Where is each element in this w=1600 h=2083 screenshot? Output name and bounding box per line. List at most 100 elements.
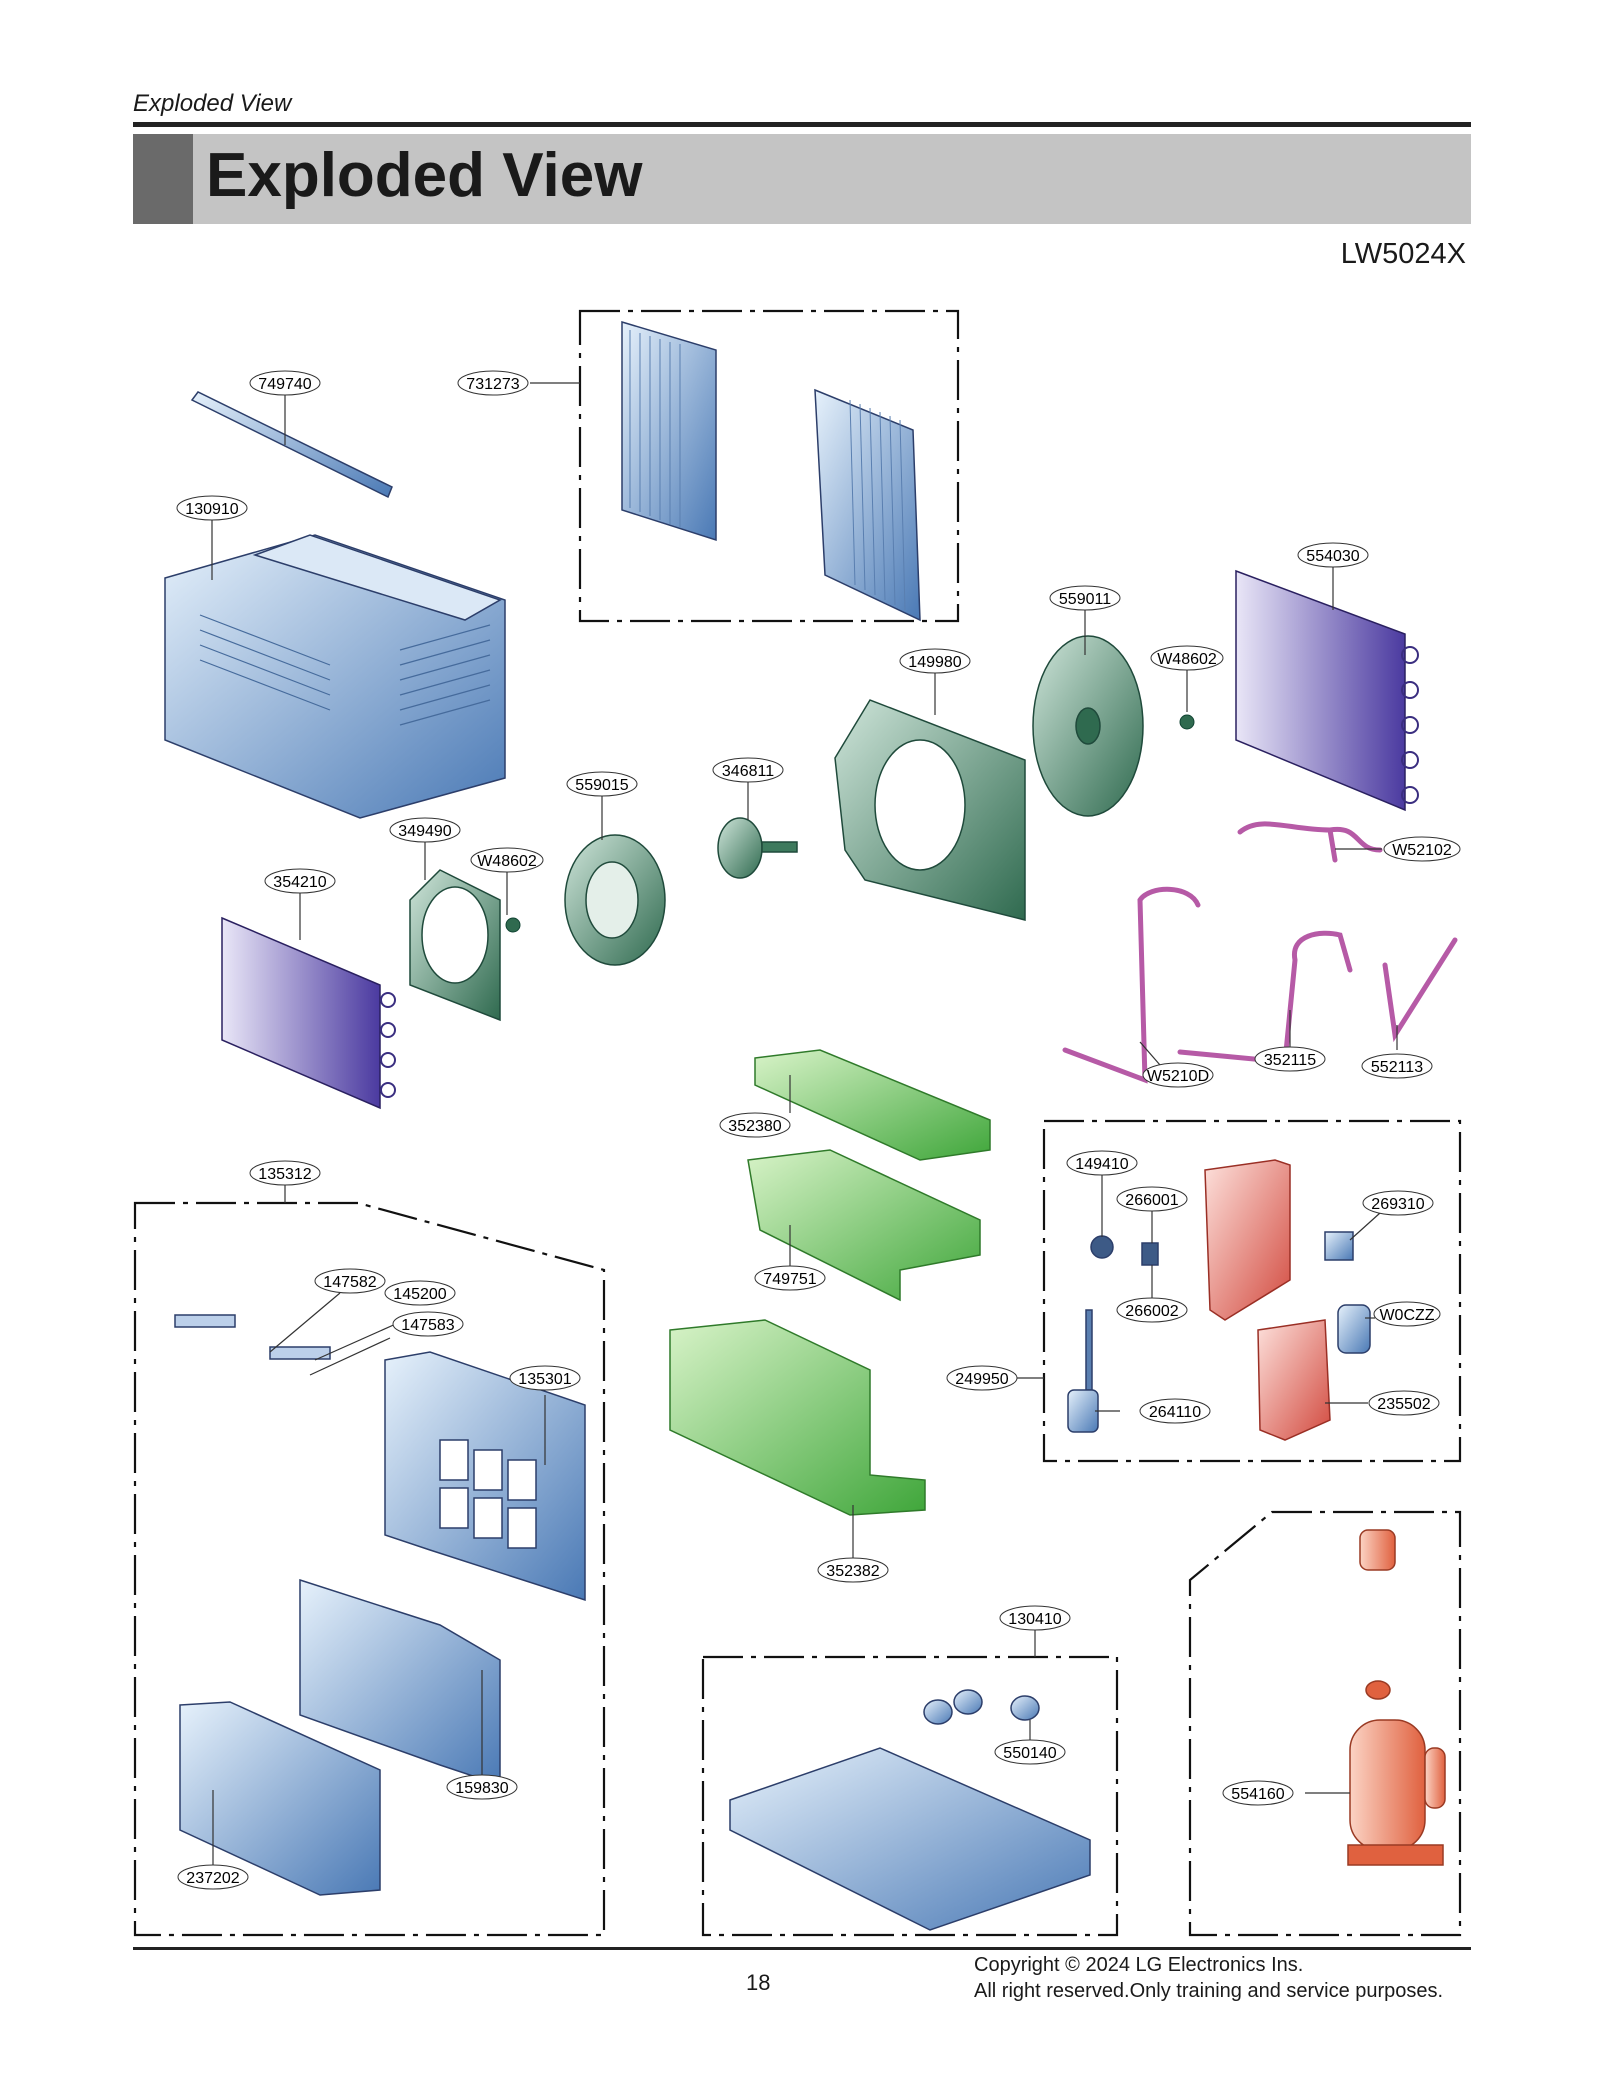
svg-text:749751: 749751: [763, 1271, 816, 1288]
part-264110-power-cord: [1067, 1309, 1099, 1433]
svg-text:266002: 266002: [1125, 1303, 1178, 1320]
label-552113: 552113: [1361, 1053, 1433, 1079]
label-147583: 147583: [392, 1311, 464, 1337]
part-W48602-nut-1: [1179, 714, 1195, 730]
page-number: 18: [746, 1970, 771, 1995]
svg-text:149410: 149410: [1075, 1156, 1128, 1173]
part-149980-shroud: [834, 699, 1026, 921]
title-bar: [133, 134, 1471, 224]
part-346811-motor: [717, 817, 798, 879]
part-W48602-nut-2: [505, 917, 521, 933]
svg-text:130410: 130410: [1008, 1611, 1061, 1628]
part-130910-cabinet: [164, 534, 506, 819]
svg-text:159830: 159830: [455, 1780, 508, 1797]
svg-text:554160: 554160: [1231, 1786, 1284, 1803]
svg-text:235502: 235502: [1377, 1396, 1430, 1413]
svg-text:249950: 249950: [955, 1371, 1008, 1388]
svg-text:554030: 554030: [1306, 548, 1359, 565]
part-559015-blower: [564, 834, 666, 966]
svg-text:130910: 130910: [185, 501, 238, 518]
part-554160-compressor: [1347, 1529, 1446, 1866]
section-header: Exploded View: [133, 90, 292, 117]
title-accent: [133, 134, 193, 224]
part-352115-tube: [1177, 930, 1353, 1065]
part-W0CZZ-capacitor: [1337, 1304, 1371, 1354]
svg-text:352115: 352115: [1264, 1052, 1316, 1069]
label-235502: 235502: [1368, 1390, 1440, 1416]
copyright-line-1: Copyright © 2024 LG Electronics Ins.: [974, 1954, 1304, 1976]
svg-text:731273: 731273: [466, 376, 519, 393]
part-550140-grommets: [923, 1689, 1040, 1725]
label-352380: 352380: [719, 1112, 791, 1138]
svg-text:147582: 147582: [323, 1274, 376, 1291]
part-749751-base: [747, 1149, 981, 1302]
frame-554160: [1188, 1510, 1462, 1937]
label-145200: 145200: [384, 1280, 456, 1306]
label-354210: 354210: [264, 868, 336, 894]
part-237202-grille: [179, 1701, 381, 1896]
svg-text:W0CZZ: W0CZZ: [1379, 1307, 1434, 1324]
part-552113-tube: [1382, 937, 1458, 1043]
frame-130410: [701, 1655, 1119, 1937]
label-349490: 349490: [389, 817, 461, 843]
label-749751: 749751: [754, 1265, 826, 1291]
part-731273-panels: [621, 320, 921, 622]
label-135301: 135301: [509, 1365, 581, 1391]
part-349490-orifice: [409, 869, 501, 1022]
label-550140: 550140: [994, 1739, 1066, 1765]
part-130410-base-pan: [729, 1747, 1091, 1931]
label-135312: 135312: [249, 1160, 321, 1186]
label-264110: 264110: [1139, 1398, 1211, 1424]
label-559011: 559011: [1049, 585, 1121, 611]
label-W52102: W52102: [1383, 836, 1461, 862]
part-tubes: [1062, 821, 1458, 1084]
label-266001: 266001: [1116, 1186, 1188, 1212]
part-269310-relay: [1324, 1231, 1354, 1261]
svg-text:354210: 354210: [273, 874, 326, 891]
svg-text:237202: 237202: [186, 1870, 239, 1887]
svg-text:W48602: W48602: [477, 853, 537, 870]
frame-135312: [133, 1201, 606, 1937]
label-149980: 149980: [899, 648, 971, 674]
label-W48602-a: W48602: [1150, 645, 1224, 671]
svg-text:147583: 147583: [401, 1317, 454, 1334]
svg-text:135312: 135312: [258, 1166, 311, 1183]
part-559011-fan-blade: [1032, 635, 1144, 817]
label-W48602-b: W48602: [470, 847, 544, 873]
svg-text:264110: 264110: [1149, 1404, 1201, 1421]
copyright: Copyright © 2024 LG Electronics Ins. All…: [974, 1952, 1443, 2004]
part-labels: 749740 731273 130910 554030 559011 14998…: [176, 370, 1461, 1890]
frame-731273: [578, 309, 960, 623]
svg-text:W48602: W48602: [1157, 651, 1217, 668]
label-352115: 352115: [1254, 1046, 1326, 1072]
svg-text:W5210D: W5210D: [1147, 1068, 1209, 1085]
label-749740: 749740: [249, 370, 321, 396]
model-number: LW5024X: [1340, 238, 1466, 270]
page-title: Exploded View: [206, 141, 643, 210]
part-147582-louver-set: [174, 1314, 331, 1360]
part-W5210D-tube: [1062, 886, 1201, 1084]
svg-text:269310: 269310: [1371, 1196, 1424, 1213]
label-346811: 346811: [712, 757, 784, 783]
label-W0CZZ: W0CZZ: [1373, 1301, 1441, 1327]
part-352382-tray: [669, 1319, 926, 1516]
part-352380-pan: [754, 1049, 991, 1161]
frame-249950: [1042, 1119, 1462, 1463]
svg-text:749740: 749740: [258, 376, 311, 393]
label-731273: 731273: [457, 370, 529, 396]
label-554160: 554160: [1222, 1780, 1294, 1806]
svg-text:352382: 352382: [826, 1563, 879, 1580]
svg-text:349490: 349490: [398, 823, 451, 840]
label-266002: 266002: [1116, 1297, 1188, 1323]
svg-text:346811: 346811: [722, 763, 774, 780]
svg-text:550140: 550140: [1003, 1745, 1056, 1762]
label-352382: 352382: [817, 1557, 889, 1583]
svg-text:559011: 559011: [1059, 591, 1111, 608]
svg-text:266001: 266001: [1125, 1192, 1178, 1209]
svg-text:149980: 149980: [908, 654, 961, 671]
part-W52102-tube: [1237, 821, 1338, 863]
part-249950-control-box: [1204, 1159, 1331, 1441]
svg-text:559015: 559015: [575, 777, 628, 794]
label-130910: 130910: [176, 495, 248, 521]
